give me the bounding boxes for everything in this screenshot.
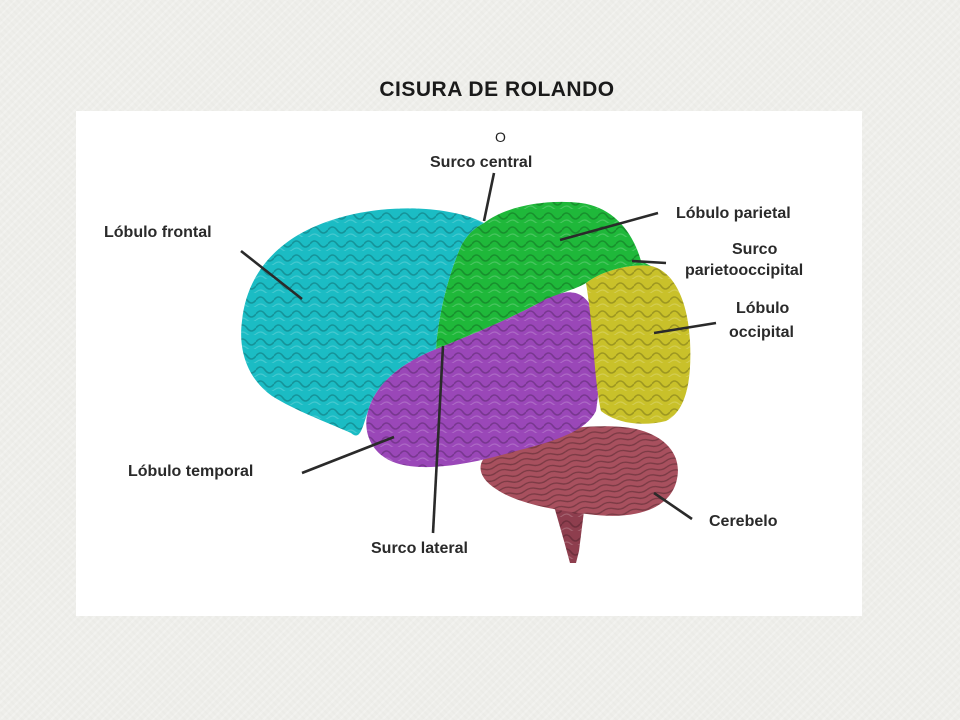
leader-line-surco-lateral bbox=[431, 345, 445, 534]
leader-line-surco-central bbox=[482, 172, 496, 222]
label-surco-parietooccipital-line1: Surco bbox=[732, 241, 778, 258]
leader-line-lobulo-frontal bbox=[240, 249, 303, 301]
leader-line-surco-parietooccipital bbox=[631, 259, 667, 265]
leader-line-lobulo-parietal bbox=[559, 211, 659, 242]
label-cerebelo: Cerebelo bbox=[709, 513, 778, 530]
label-surco-central: Surco central bbox=[430, 154, 533, 171]
leader-line-lobulo-temporal bbox=[301, 435, 395, 475]
label-surco-lateral: Surco lateral bbox=[371, 540, 468, 557]
label-lobulo-frontal: Lóbulo frontal bbox=[104, 224, 212, 241]
slide-title: CISURA DE ROLANDO bbox=[379, 78, 615, 101]
label-lobulo-occipital-line2: occipital bbox=[729, 324, 794, 341]
label-surco-parietooccipital-line2: parietooccipital bbox=[685, 262, 804, 279]
leader-line-lobulo-occipital bbox=[653, 321, 717, 335]
label-lobulo-occipital-line1: Lóbulo bbox=[736, 300, 790, 317]
label-lobulo-temporal: Lóbulo temporal bbox=[128, 463, 254, 480]
brain-diagram: O Surco central Lóbulo frontal Lóbulo pa… bbox=[76, 111, 862, 616]
brain-illustration bbox=[240, 172, 717, 563]
or-mark: O bbox=[495, 129, 506, 145]
leader-line-cerebelo bbox=[653, 491, 693, 521]
label-lobulo-parietal: Lóbulo parietal bbox=[676, 205, 791, 222]
leader-lines bbox=[240, 172, 717, 534]
